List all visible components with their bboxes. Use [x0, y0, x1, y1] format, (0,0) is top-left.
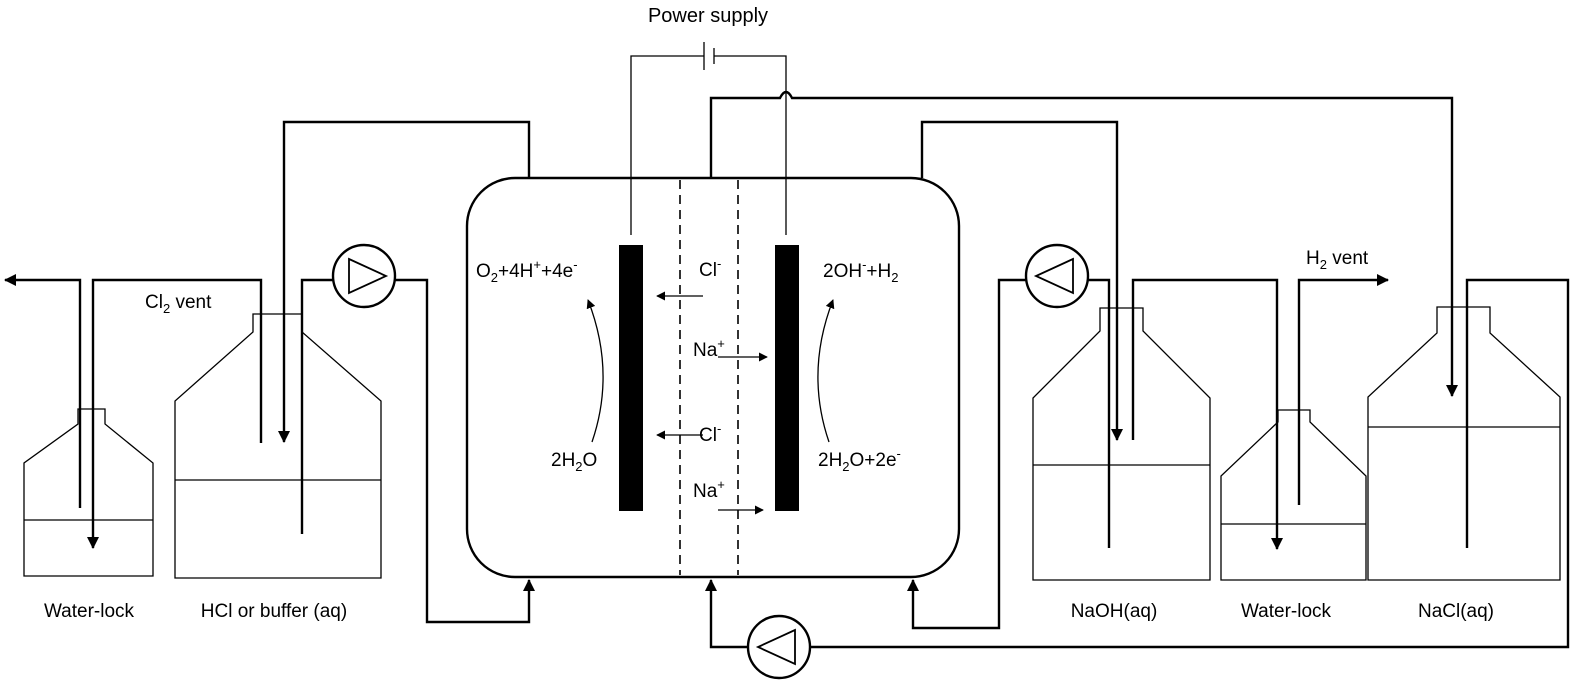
pump-anolyte	[331, 243, 397, 309]
nacl-bottle: NaCl(aq)	[1367, 306, 1561, 622]
pump-brine	[746, 614, 812, 680]
cathode-product: 2OH-+H2	[823, 257, 898, 285]
water-lock-right-label: Water-lock	[1241, 601, 1332, 622]
cathode-reactions: 2OH-+H2 2H2O+2e-	[817, 257, 901, 474]
pump-triangle-icon	[348, 257, 389, 295]
sodium-ion-label-bottom: Na+	[693, 477, 725, 502]
power-supply-label: Power supply	[648, 5, 768, 27]
hcl-buffer-bottle: HCl or buffer (aq)	[174, 313, 382, 622]
chloride-ion-label-top: Cl-	[699, 256, 721, 281]
cl2-vent-label: Cl2 vent	[145, 292, 212, 316]
anode-reactant: 2H2O	[551, 450, 597, 474]
water-lock-left-label: Water-lock	[44, 601, 135, 622]
pump-catholyte	[1024, 243, 1090, 309]
water-lock-right-bottle: Water-lock	[1220, 409, 1367, 622]
chloride-ion-label-bottom: Cl-	[699, 421, 721, 446]
nacl-label: NaCl(aq)	[1418, 601, 1494, 622]
naoh-bottle: NaOH(aq)	[1032, 307, 1211, 622]
pump-triangle-icon	[1033, 257, 1074, 295]
pump-triangle-icon	[755, 628, 796, 666]
h2-vent-label: H2 vent	[1306, 248, 1369, 272]
anode-product: O2+4H++4e-	[476, 257, 578, 285]
hcl-buffer-label: HCl or buffer (aq)	[201, 601, 347, 622]
power-supply: Power supply	[630, 5, 787, 235]
anode-reactions: O2+4H++4e- 2H2O	[476, 257, 604, 474]
electrolysis-cell	[465, 176, 961, 579]
sodium-ion-label-top: Na+	[693, 336, 725, 361]
naoh-label: NaOH(aq)	[1071, 601, 1158, 622]
piping	[4, 90, 1570, 649]
cathode-electrode	[775, 245, 799, 511]
ion-migration: Cl- Na+ Cl- Na+	[656, 256, 768, 515]
anode-electrode	[619, 245, 643, 511]
cathode-reactant: 2H2O+2e-	[818, 446, 901, 474]
water-lock-left-bottle: Water-lock	[23, 408, 154, 622]
